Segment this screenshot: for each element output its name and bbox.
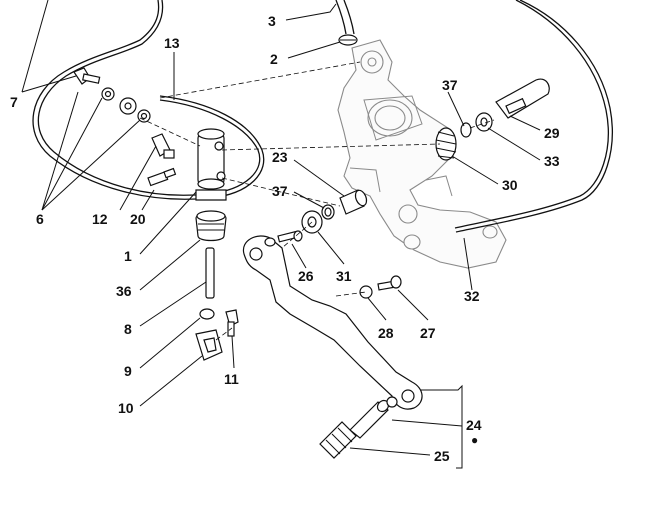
lock-nut xyxy=(199,308,215,320)
callout-labels: 1 2 3 6 7 8 9 10 11 12 13 20 23 24 25 26… xyxy=(10,13,560,464)
callout-37-lower: 37 xyxy=(272,183,288,199)
return-spring-30 xyxy=(435,127,457,161)
callout-30: 30 xyxy=(502,177,518,193)
callout-9: 9 xyxy=(124,363,132,379)
brake-hose xyxy=(32,0,613,233)
callout-36: 36 xyxy=(116,283,132,299)
callout-33: 33 xyxy=(544,153,560,169)
callout-7: 7 xyxy=(10,94,18,110)
clevis-pin xyxy=(225,309,239,337)
fitting-12 xyxy=(151,133,175,159)
callout-20: 20 xyxy=(130,211,146,227)
pivot-bushing-23 xyxy=(339,189,368,215)
callout-10: 10 xyxy=(118,400,134,416)
callout-28: 28 xyxy=(378,325,394,341)
banjo-bolt-7 xyxy=(73,67,101,85)
pedal-tip-24 xyxy=(349,396,398,439)
callout-2: 2 xyxy=(270,51,278,67)
callout-25: 25 xyxy=(434,448,450,464)
callout-6: 6 xyxy=(36,211,44,227)
pushrod xyxy=(205,247,215,299)
hose-3 xyxy=(335,0,355,35)
callout-37-upper: 37 xyxy=(442,77,458,93)
callout-27: 27 xyxy=(420,325,436,341)
nut-28 xyxy=(359,285,373,299)
bolt-20 xyxy=(147,167,177,187)
o-ring-37-lower xyxy=(321,204,335,220)
clevis xyxy=(195,329,223,361)
washer-33 xyxy=(475,112,493,132)
footpeg-bracket xyxy=(337,39,507,269)
special-part-marker: ● xyxy=(471,433,478,447)
alignment-lines xyxy=(139,61,495,341)
callout-24: 24 xyxy=(466,417,482,433)
hose-banjo-13 xyxy=(119,97,137,115)
callout-31: 31 xyxy=(336,268,352,284)
callout-12: 12 xyxy=(92,211,108,227)
pedal-rubber-25 xyxy=(319,421,357,459)
callout-1: 1 xyxy=(124,248,132,264)
callout-32: 32 xyxy=(464,288,480,304)
callout-26: 26 xyxy=(298,268,314,284)
callout-8: 8 xyxy=(124,321,132,337)
master-cylinder xyxy=(195,128,227,201)
callout-13: 13 xyxy=(164,35,180,51)
leader-lines xyxy=(21,0,541,469)
hose-clamp-2 xyxy=(338,34,358,46)
pivot-shaft-29 xyxy=(495,78,550,119)
washers-6 xyxy=(101,87,151,123)
brake-pedal xyxy=(242,235,423,410)
callout-23: 23 xyxy=(272,149,288,165)
callout-29: 29 xyxy=(544,125,560,141)
o-ring-37-upper xyxy=(460,122,472,138)
callout-11: 11 xyxy=(224,371,239,387)
callout-3: 3 xyxy=(268,13,276,29)
dust-boot xyxy=(195,210,227,242)
pivot-bolt-26 xyxy=(277,230,303,243)
bolt-27 xyxy=(377,275,402,291)
